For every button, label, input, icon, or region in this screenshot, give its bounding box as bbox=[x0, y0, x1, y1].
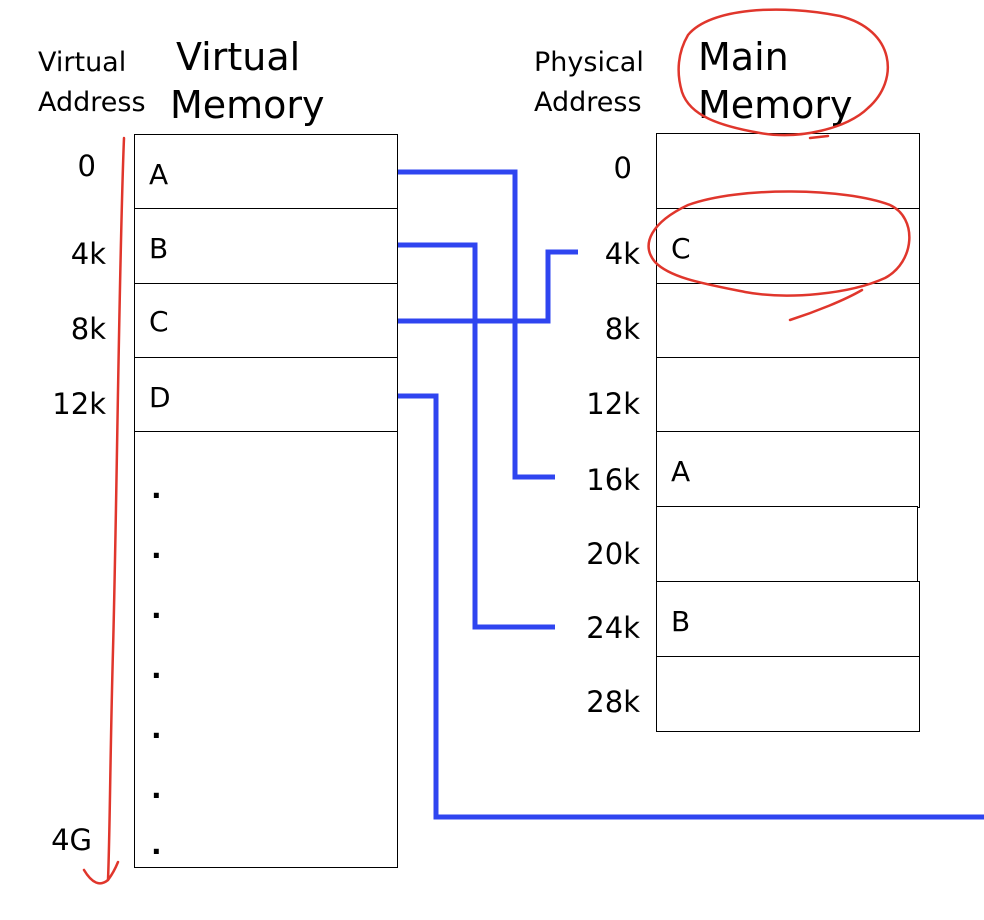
virtual-page-label: B bbox=[149, 232, 169, 265]
physical-frame-4k: C bbox=[656, 208, 920, 285]
physical-addr-24k: 24k bbox=[586, 611, 640, 645]
virtual-addr-12k: 12k bbox=[52, 387, 106, 421]
physical-address-heading-line1: Physical bbox=[534, 47, 644, 78]
physical-frame-28k bbox=[656, 656, 920, 732]
physical-addr-16k: 16k bbox=[586, 463, 640, 497]
ellipsis-dot: . bbox=[151, 828, 162, 861]
physical-frame-16k: A bbox=[656, 431, 920, 508]
mapping-line-c-to-4k bbox=[398, 249, 578, 324]
ellipsis-dot: . bbox=[151, 532, 162, 565]
virtual-page-d: D bbox=[134, 357, 398, 433]
virtual-addr-4k: 4k bbox=[70, 237, 106, 271]
virtual-remaining-space: . . . . . . . bbox=[134, 431, 398, 868]
physical-frame-8k bbox=[656, 283, 920, 359]
virtual-page-b: B bbox=[134, 208, 398, 284]
ellipsis-dot: . bbox=[151, 472, 162, 505]
ellipsis-dot: . bbox=[151, 592, 162, 625]
virtual-addr-8k: 8k bbox=[70, 312, 106, 346]
frame-label: A bbox=[671, 455, 691, 488]
virtual-page-a: A bbox=[134, 134, 398, 210]
ellipsis-dot: . bbox=[151, 712, 162, 745]
virtual-addr-4g: 4G bbox=[51, 823, 92, 857]
physical-addr-0: 0 bbox=[613, 151, 632, 185]
virtual-page-label: C bbox=[149, 305, 169, 338]
physical-frame-12k bbox=[656, 357, 920, 433]
physical-addr-20k: 20k bbox=[586, 537, 640, 571]
virtual-memory-title-line1: Virtual bbox=[176, 35, 301, 79]
physical-addr-12k: 12k bbox=[586, 387, 640, 421]
virtual-address-range-arrow bbox=[106, 136, 126, 882]
physical-addr-4k: 4k bbox=[604, 237, 640, 271]
virtual-address-heading-line2: Address bbox=[38, 87, 146, 118]
physical-frame-24k: B bbox=[656, 581, 920, 658]
physical-addr-28k: 28k bbox=[586, 685, 640, 719]
physical-addr-8k: 8k bbox=[604, 312, 640, 346]
virtual-address-heading-line1: Virtual bbox=[38, 47, 127, 78]
virtual-page-label: D bbox=[149, 381, 171, 414]
main-memory-title-line1: Main bbox=[698, 35, 789, 79]
physical-frame-0 bbox=[656, 133, 920, 210]
virtual-address-range-arrowhead bbox=[82, 860, 120, 885]
ellipsis-dot: . bbox=[151, 772, 162, 805]
virtual-page-c: C bbox=[134, 283, 398, 359]
frame-label: B bbox=[671, 605, 691, 638]
ellipsis-dot: . bbox=[151, 652, 162, 685]
main-memory-title-line2: Memory bbox=[698, 83, 853, 127]
physical-address-heading-line2: Address bbox=[534, 87, 642, 118]
virtual-memory-title-line2: Memory bbox=[170, 83, 325, 127]
mapping-line-a-to-16k bbox=[398, 169, 555, 480]
physical-frame-20k bbox=[656, 506, 918, 583]
virtual-addr-0: 0 bbox=[77, 149, 96, 183]
frame-label: C bbox=[671, 232, 691, 265]
mapping-line-b-to-24k bbox=[398, 242, 555, 630]
virtual-page-label: A bbox=[149, 158, 169, 191]
